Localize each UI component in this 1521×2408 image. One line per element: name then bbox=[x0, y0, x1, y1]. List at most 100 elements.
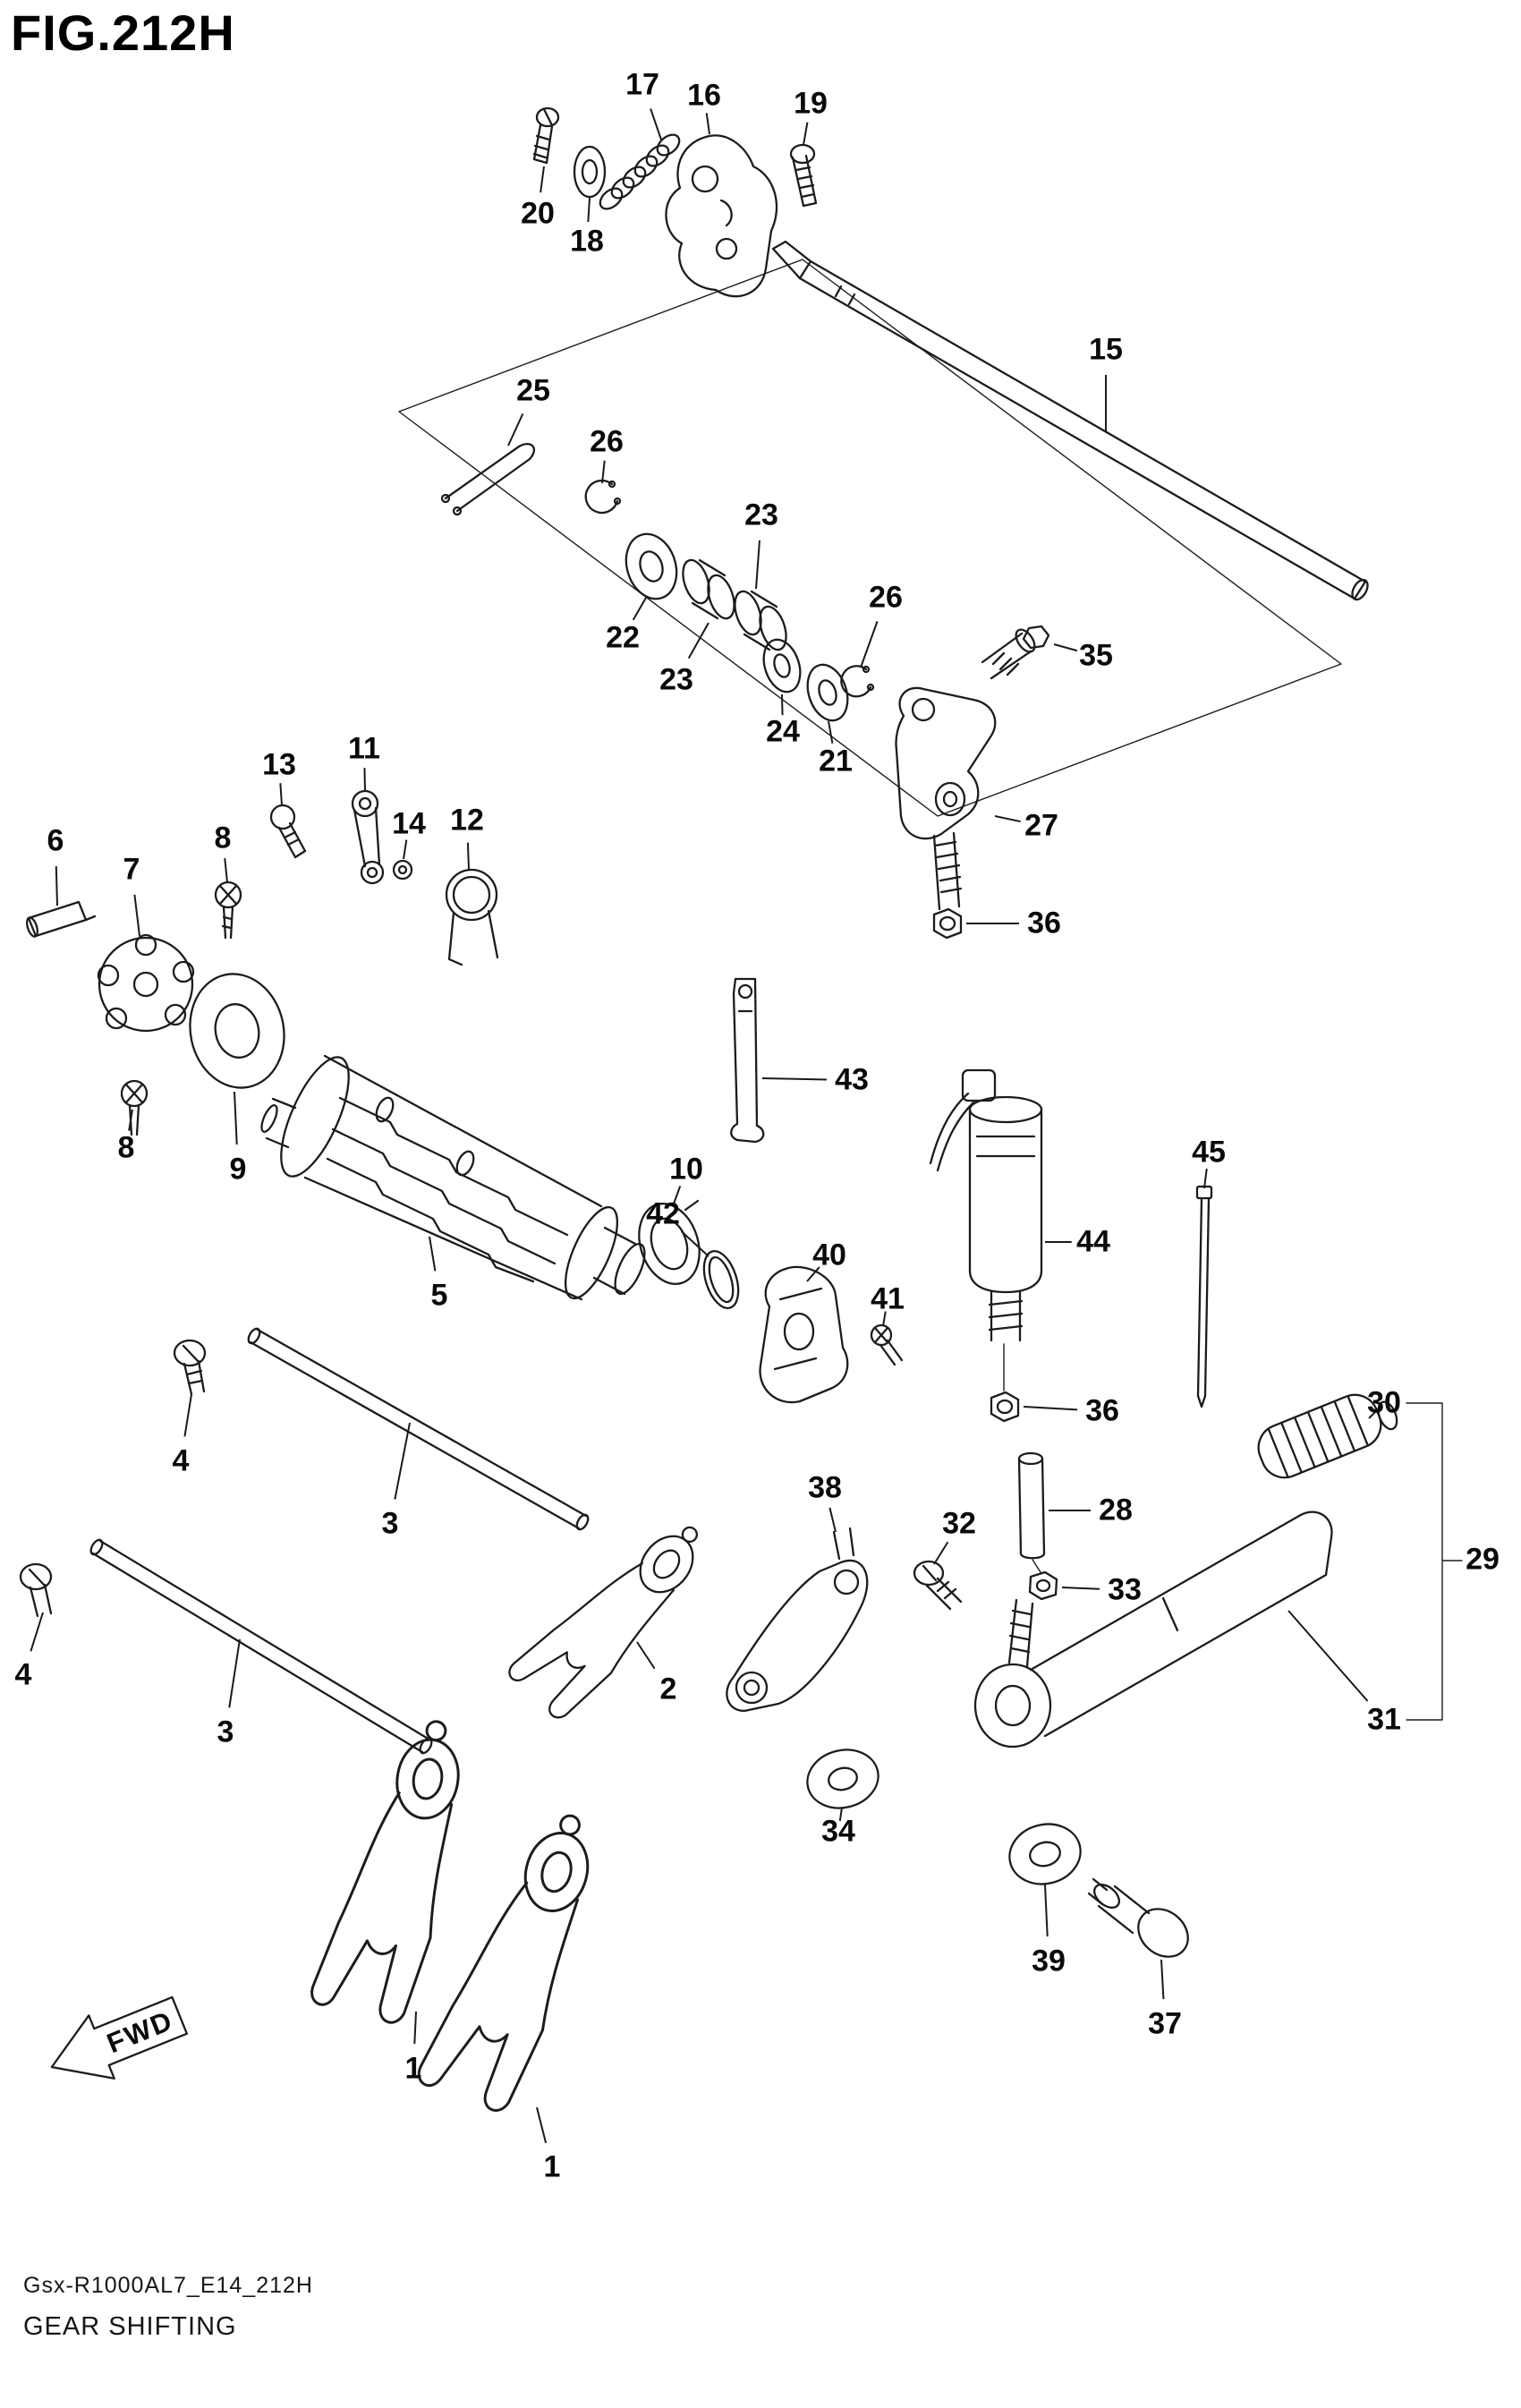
part-callout-4-43: 4 bbox=[14, 1657, 32, 1692]
part-callout-42-29: 42 bbox=[646, 1196, 680, 1231]
part-callout-3-44: 3 bbox=[217, 1715, 234, 1749]
part-callout-3-35: 3 bbox=[381, 1506, 399, 1541]
part-44-gear-position-switch bbox=[929, 1068, 1043, 1391]
part-callout-10-27: 10 bbox=[669, 1152, 703, 1187]
part-41-screw bbox=[870, 1323, 904, 1366]
leader-line-24-11 bbox=[781, 693, 784, 716]
bracket-29-30-31 bbox=[1406, 1402, 1463, 1721]
leader-line-17-1 bbox=[650, 108, 662, 140]
part-9-washer bbox=[189, 973, 285, 1089]
part-callout-38-37: 38 bbox=[808, 1470, 842, 1505]
leader-line-14-19 bbox=[403, 839, 408, 860]
part-36-nut-b bbox=[990, 1391, 1020, 1423]
part-39-spacer bbox=[1008, 1823, 1082, 1885]
part-10-bearing bbox=[638, 1199, 701, 1286]
part-callout-44-32: 44 bbox=[1076, 1224, 1110, 1259]
leader-line-10-27 bbox=[672, 1186, 682, 1207]
part-8-screw-b bbox=[120, 1079, 149, 1136]
leader-line-9-25 bbox=[234, 1091, 238, 1145]
part-callout-17-1: 17 bbox=[625, 67, 659, 102]
part-24-washer bbox=[762, 638, 802, 693]
leader-line-23-8 bbox=[755, 540, 760, 590]
part-callout-43-28: 43 bbox=[835, 1062, 869, 1097]
part-callout-36-16: 36 bbox=[1027, 906, 1061, 940]
leader-line-22-9 bbox=[632, 597, 647, 621]
leader-line-31-47 bbox=[1287, 1610, 1369, 1702]
part-callout-9-25: 9 bbox=[229, 1152, 247, 1187]
part-20-screw bbox=[532, 106, 560, 165]
leader-line-16-2 bbox=[705, 113, 710, 135]
part-callout-24-11: 24 bbox=[766, 714, 800, 749]
part-callout-21-12: 21 bbox=[819, 744, 853, 779]
part-4-screw-b bbox=[19, 1562, 53, 1618]
leader-line-12-20 bbox=[466, 842, 470, 871]
part-8-screw-a bbox=[214, 881, 242, 940]
leader-line-3-35 bbox=[394, 1422, 411, 1500]
leader-line-13-17 bbox=[279, 783, 283, 806]
part-6-pin bbox=[26, 900, 97, 938]
part-callout-6-21: 6 bbox=[47, 823, 64, 858]
part-26-snap-ring-a bbox=[584, 479, 622, 515]
part-18-washer bbox=[573, 145, 607, 199]
part-callout-11-18: 11 bbox=[348, 731, 380, 766]
part-callout-2-45: 2 bbox=[659, 1672, 677, 1706]
part-callout-7-22: 7 bbox=[123, 852, 140, 887]
part-callout-26-13: 26 bbox=[869, 580, 903, 615]
footer-name: GEAR SHIFTING bbox=[23, 2312, 237, 2341]
part-callout-40-30: 40 bbox=[812, 1238, 846, 1272]
part-40-cam-guide bbox=[759, 1265, 849, 1404]
figure-title: FIG.212H bbox=[11, 4, 235, 61]
part-callout-29-41: 29 bbox=[1466, 1542, 1500, 1577]
part-14-washer bbox=[392, 859, 413, 881]
part-callout-22-9: 22 bbox=[606, 620, 640, 655]
leader-line-19-3 bbox=[803, 122, 809, 146]
part-callout-34-46: 34 bbox=[821, 1814, 855, 1849]
part-27-gearshift-arm bbox=[895, 686, 997, 911]
part-21-washer bbox=[806, 663, 849, 722]
part-callout-16-2: 16 bbox=[687, 78, 721, 113]
part-callout-15-5: 15 bbox=[1089, 332, 1123, 367]
leader-line-38-37 bbox=[828, 1507, 837, 1533]
part-callout-23-10: 23 bbox=[659, 662, 693, 697]
leader-line-25-6 bbox=[507, 413, 524, 447]
part-30-pedal-rubber bbox=[1257, 1393, 1398, 1479]
part-callout-35-14: 35 bbox=[1079, 638, 1113, 673]
part-15-shaft bbox=[771, 240, 1369, 601]
leader-line-21-12 bbox=[828, 720, 834, 744]
leader-line-18-4 bbox=[587, 197, 591, 223]
part-callout-45-33: 45 bbox=[1192, 1135, 1226, 1170]
part-callout-4-34: 4 bbox=[172, 1443, 190, 1478]
leader-line-27-15 bbox=[994, 815, 1021, 823]
part-3-fork-shaft-b bbox=[89, 1538, 433, 1755]
leader-line-23-10 bbox=[687, 622, 710, 659]
part-callout-18-4: 18 bbox=[570, 224, 604, 259]
leader-line-35-14 bbox=[1053, 643, 1078, 652]
part-11-link bbox=[351, 789, 385, 885]
part-26-snap-ring-b bbox=[840, 665, 875, 698]
part-callout-19-3: 19 bbox=[794, 86, 828, 121]
part-callout-14-19: 14 bbox=[392, 806, 426, 841]
part-callout-41-31: 41 bbox=[871, 1281, 905, 1316]
leader-line-26-7 bbox=[601, 460, 606, 484]
part-4-screw-a bbox=[173, 1339, 207, 1396]
part-callout-1-49: 1 bbox=[543, 2149, 561, 2184]
part-42-oring bbox=[702, 1250, 740, 1309]
part-callout-39-50: 39 bbox=[1032, 1944, 1066, 1978]
leader-line-4-43 bbox=[30, 1612, 44, 1652]
part-31-gearshift-lever bbox=[973, 1510, 1333, 1749]
leader-line-11-18 bbox=[363, 768, 366, 792]
leader-line-32-38 bbox=[933, 1541, 949, 1565]
part-34-washer bbox=[806, 1749, 879, 1809]
leader-line-2-45 bbox=[636, 1641, 656, 1670]
leader-line-5-26 bbox=[429, 1236, 437, 1272]
leader-line-33-42 bbox=[1061, 1587, 1100, 1590]
part-callout-32-38: 32 bbox=[942, 1506, 976, 1541]
part-19-bolt bbox=[789, 143, 818, 208]
part-callout-37-51: 37 bbox=[1148, 2006, 1182, 2041]
leader-line-41-31 bbox=[882, 1311, 887, 1327]
part-25-spring bbox=[440, 442, 535, 516]
part-5-gearshift-cam bbox=[260, 1054, 646, 1301]
part-38-link-lever bbox=[726, 1527, 869, 1713]
footer-code: Gsx-R1000AL7_E14_212H bbox=[23, 2273, 313, 2298]
